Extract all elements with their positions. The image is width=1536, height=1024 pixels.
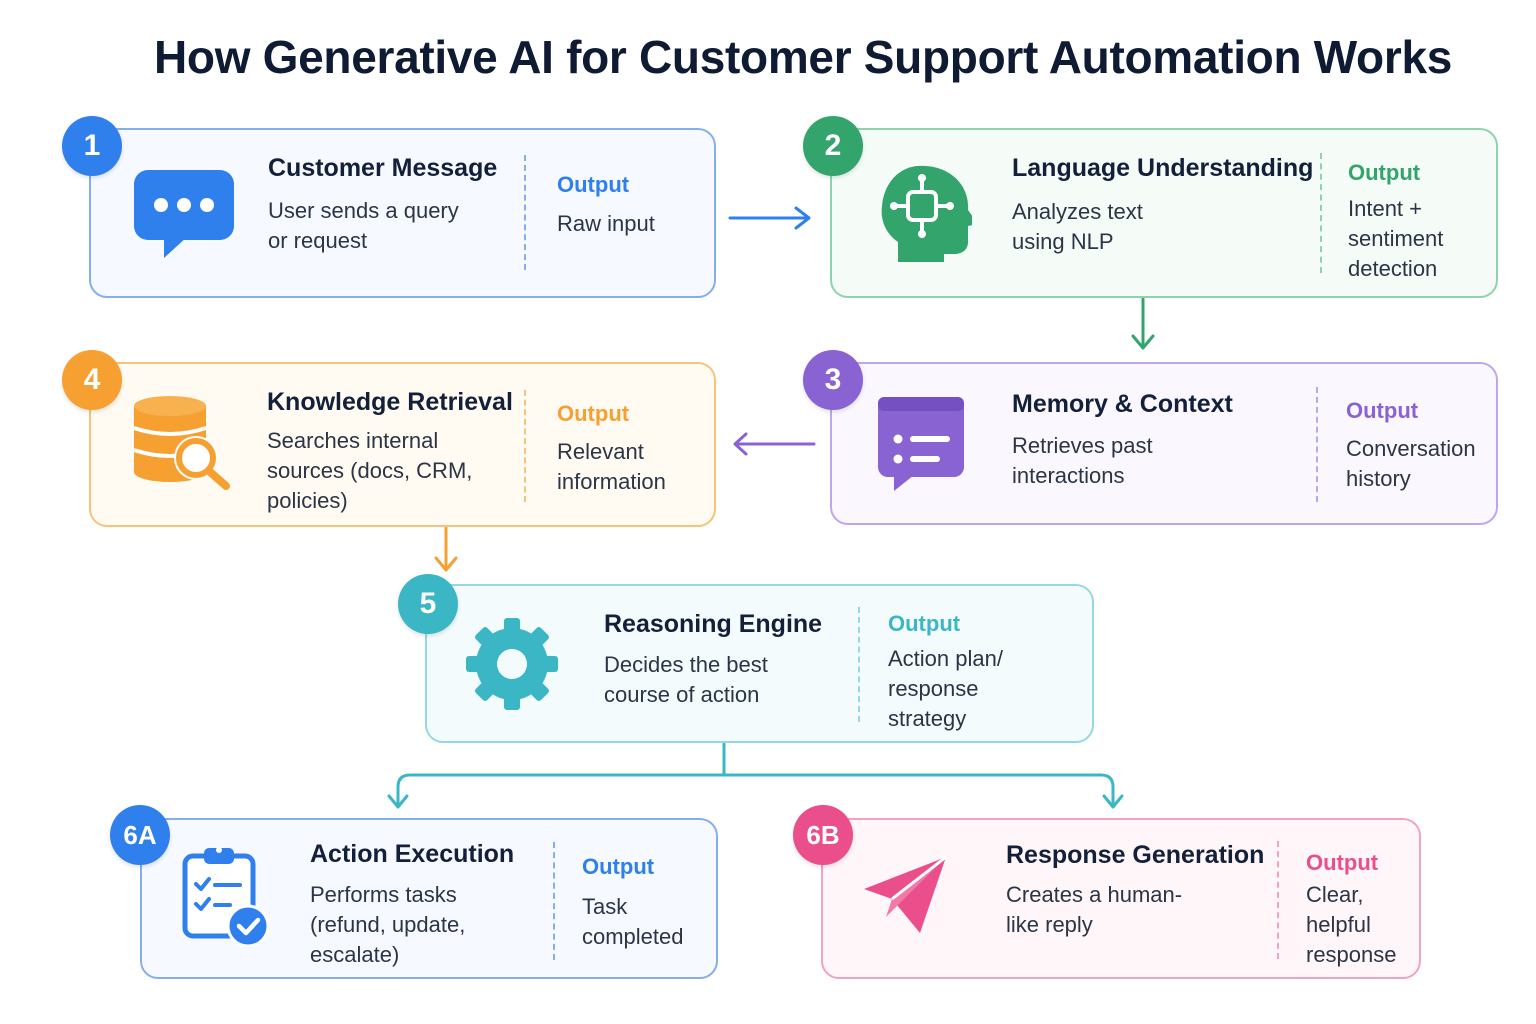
database-search-icon bbox=[133, 396, 232, 495]
arrow-2-to-3 bbox=[1131, 296, 1155, 350]
step-heading: Knowledge Retrieval bbox=[267, 388, 513, 416]
card-divider bbox=[524, 390, 526, 502]
step-badge: 6A bbox=[110, 805, 170, 865]
step-description: Searches internal sources (docs, CRM, po… bbox=[267, 428, 473, 513]
brain-head-icon bbox=[878, 162, 978, 267]
step-badge: 3 bbox=[803, 350, 863, 410]
card-divider bbox=[553, 842, 555, 960]
output-value: Raw input bbox=[557, 211, 655, 236]
step-badge: 4 bbox=[62, 350, 122, 410]
step-description: Performs tasks (refund, update, escalate… bbox=[310, 882, 466, 967]
card-divider bbox=[524, 155, 526, 270]
arrow-3-to-4 bbox=[733, 432, 816, 456]
step-description: Analyzes text using NLP bbox=[1012, 199, 1143, 254]
step-description: User sends a query or request bbox=[268, 198, 459, 253]
output-label: Output bbox=[1348, 160, 1421, 185]
arrow-5-to-6 bbox=[387, 742, 1124, 809]
step-description: Retrieves past interactions bbox=[1012, 433, 1153, 488]
output-value: Conversation history bbox=[1346, 436, 1476, 491]
step-badge: 1 bbox=[62, 116, 122, 176]
card-divider bbox=[1320, 153, 1322, 273]
card-divider bbox=[1316, 387, 1318, 502]
output-label: Output bbox=[557, 401, 630, 426]
step-badge: 5 bbox=[398, 574, 458, 634]
card-divider bbox=[858, 607, 860, 722]
page-title: How Generative AI for Customer Support A… bbox=[153, 31, 1453, 83]
step-heading: Action Execution bbox=[310, 840, 515, 868]
step-description: Creates a human-like reply bbox=[1006, 882, 1183, 937]
output-label: Output bbox=[557, 172, 630, 197]
arrow-4-to-5 bbox=[434, 526, 458, 572]
arrow-1-to-2 bbox=[728, 206, 811, 230]
chat-bubble-icon bbox=[134, 170, 234, 263]
output-value: Relevant information bbox=[557, 439, 666, 494]
chat-list-icon bbox=[878, 397, 964, 496]
step-description: Decides the best course of action bbox=[604, 652, 768, 707]
step-heading: Memory & Context bbox=[1012, 390, 1233, 418]
step-heading: Language Understanding bbox=[1012, 154, 1314, 182]
output-label: Output bbox=[1346, 398, 1419, 423]
output-value: Task completed bbox=[582, 894, 684, 949]
step-heading: Reasoning Engine bbox=[604, 610, 823, 638]
output-value: Clear, helpful response bbox=[1306, 882, 1397, 967]
gear-icon bbox=[466, 618, 558, 715]
clipboard-check-icon bbox=[182, 846, 270, 953]
output-label: Output bbox=[888, 611, 961, 636]
card-divider bbox=[1277, 841, 1279, 959]
step-badge: 2 bbox=[803, 116, 863, 176]
step-heading: Customer Message bbox=[268, 154, 498, 182]
paper-plane-icon bbox=[862, 855, 950, 940]
output-value: Intent + sentiment detection bbox=[1348, 196, 1444, 281]
output-label: Output bbox=[582, 854, 655, 879]
output-label: Output bbox=[1306, 850, 1379, 875]
output-value: Action plan/ response strategy bbox=[888, 646, 1003, 731]
step-heading: Response Generation bbox=[1006, 841, 1265, 869]
step-badge: 6B bbox=[793, 805, 853, 865]
